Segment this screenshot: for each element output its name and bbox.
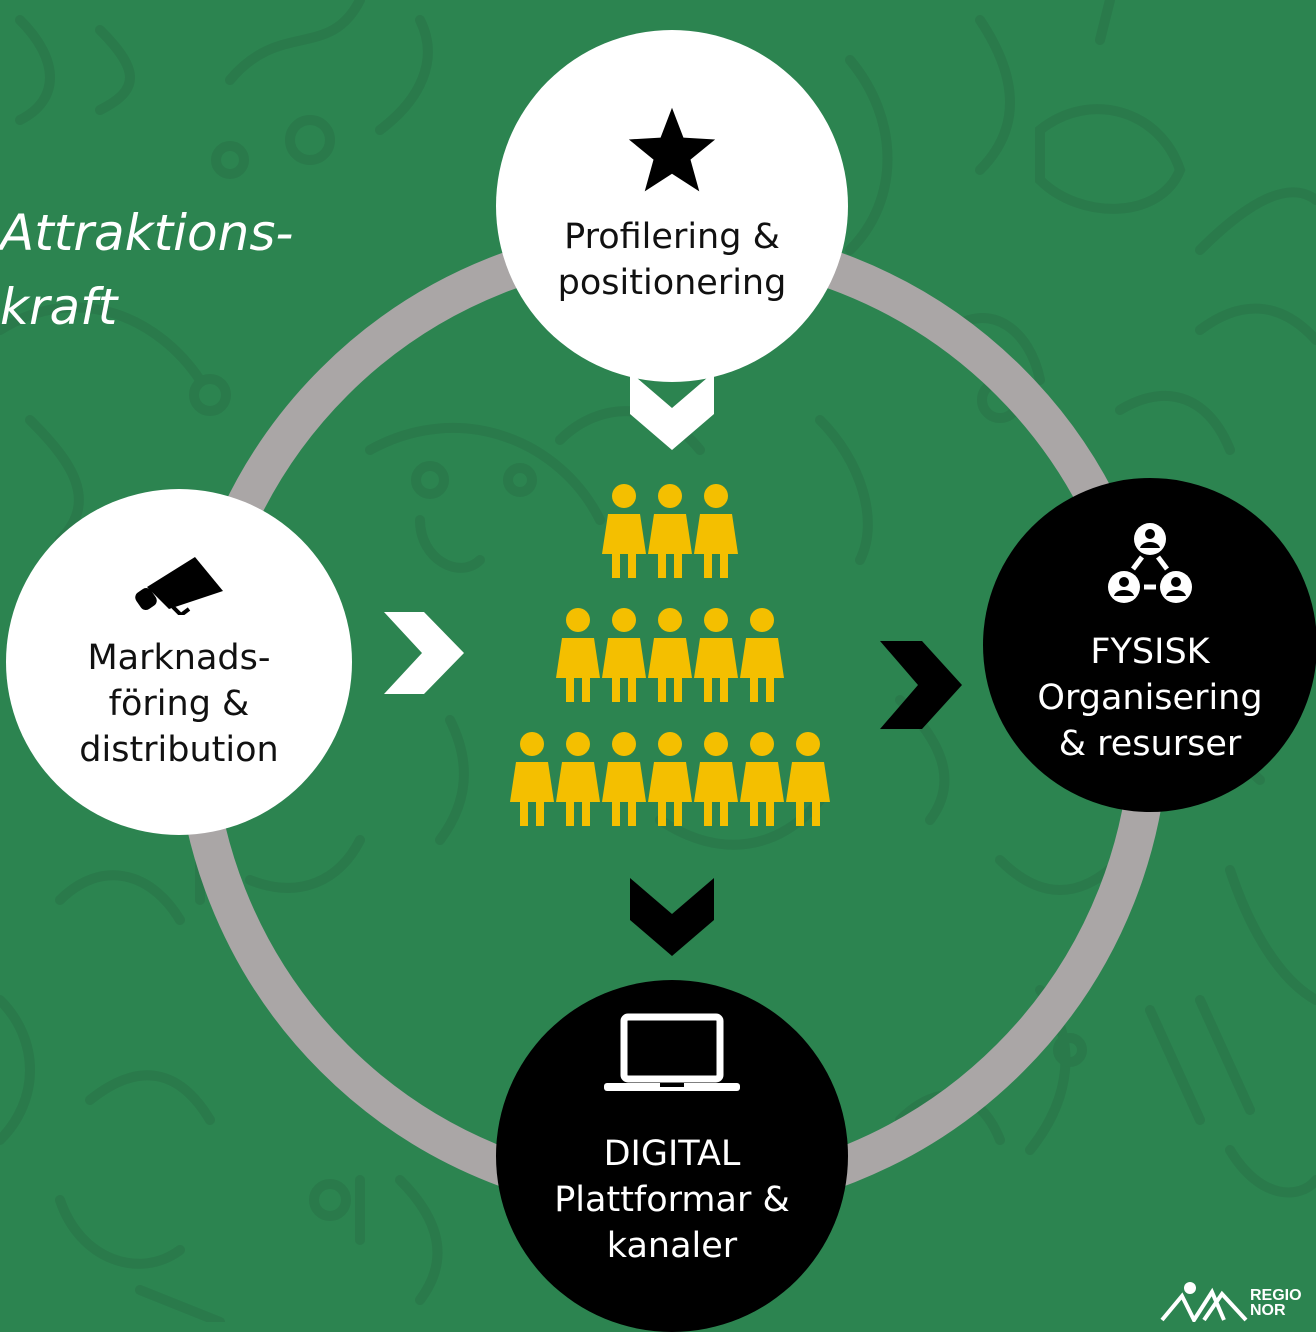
person-figure (786, 732, 830, 826)
page-title: Attraktions- kraft (0, 204, 294, 336)
person-figure (510, 732, 554, 826)
person-figure (740, 732, 784, 826)
node-label: DIGITAL Plattformar & kanaler (554, 1133, 790, 1267)
person-figure (556, 608, 600, 702)
person-figure (694, 608, 738, 702)
node-marknadsforing: Marknads- föring & distribution (6, 489, 352, 835)
laptop-icon (602, 1013, 742, 1105)
star-icon (628, 106, 716, 206)
network-people-icon (1108, 522, 1192, 615)
arrow-down-white (630, 372, 714, 450)
node-fysisk: FYSISK Organisering & resurser (983, 478, 1316, 812)
person-figure (740, 608, 784, 702)
person-figure (602, 484, 646, 578)
person-figure (602, 732, 646, 826)
node-digital: DIGITAL Plattformar & kanaler (496, 980, 848, 1332)
arrow-right-black (880, 641, 962, 729)
node-label: FYSISK Organisering & resurser (1037, 631, 1263, 765)
arrow-right-white (384, 612, 464, 694)
person-figure (648, 732, 692, 826)
person-figure (694, 484, 738, 578)
person-figure (648, 484, 692, 578)
person-figure (694, 732, 738, 826)
node-label: Marknads- föring & distribution (79, 637, 279, 771)
region-logo-icon (1160, 1282, 1248, 1322)
node-profilering: Profilering & positionering (496, 30, 848, 382)
node-label: Profilering & positionering (557, 216, 787, 304)
people-group-icon (510, 484, 830, 826)
person-figure (602, 608, 646, 702)
megaphone-icon (133, 551, 225, 627)
logo-text: REGIO NOR (1250, 1287, 1302, 1319)
arrow-down-black (630, 878, 714, 956)
person-figure (556, 732, 600, 826)
person-figure (648, 608, 692, 702)
